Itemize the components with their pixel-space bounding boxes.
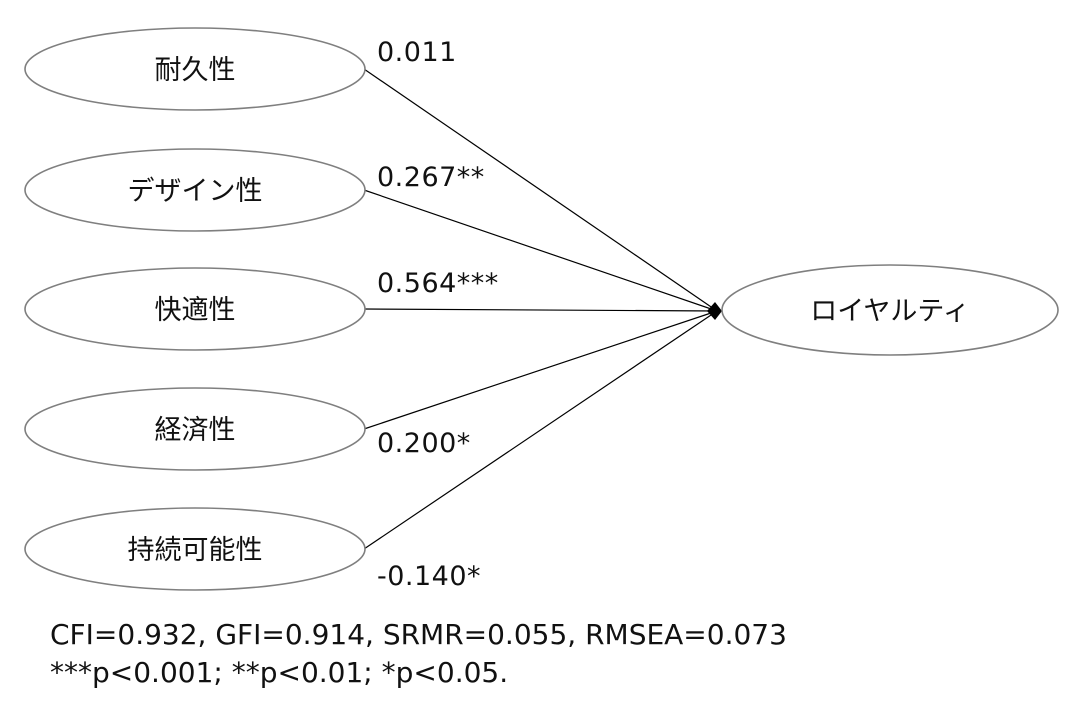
predictor-label-4: 経済性 [155, 415, 236, 446]
predictor-label-3: 快適性 [155, 295, 236, 326]
path-coefficient-2: 0.267** [377, 162, 485, 193]
path-coefficient-5: -0.140* [377, 561, 481, 592]
predictor-label-5: 持続可能性 [128, 535, 263, 566]
fit-indices-text: CFI=0.932, GFI=0.914, SRMR=0.055, RMSEA=… [50, 618, 787, 651]
path-coefficient-4: 0.200* [377, 428, 471, 459]
predictor-node-3 [24, 267, 366, 351]
path-arrow-1 [363, 68, 718, 312]
predictor-node-5 [24, 507, 366, 591]
significance-note: ***p<0.001; **p<0.01; *p<0.05. [50, 656, 509, 689]
path-coefficient-1: 0.011 [377, 37, 457, 68]
predictor-label-2: デザイン性 [128, 176, 263, 207]
path-coefficient-3: 0.564*** [377, 268, 499, 299]
predictor-label-1: 耐久性 [155, 55, 236, 86]
predictor-node-2 [24, 148, 366, 232]
outcome-label: ロイヤルティ [810, 296, 970, 327]
path-arrows [363, 68, 722, 550]
path-coefficients: 0.011 0.267** 0.564*** 0.200* -0.140* [377, 37, 499, 592]
predictor-node-4 [24, 387, 366, 471]
outcome-node [721, 264, 1059, 356]
arrowhead-icon [707, 302, 722, 320]
predictor-node-1 [24, 27, 366, 111]
path-arrow-5 [363, 310, 718, 550]
path-arrow-3 [363, 308, 718, 312]
path-arrow-2 [363, 189, 718, 312]
path-arrow-4 [363, 310, 718, 430]
